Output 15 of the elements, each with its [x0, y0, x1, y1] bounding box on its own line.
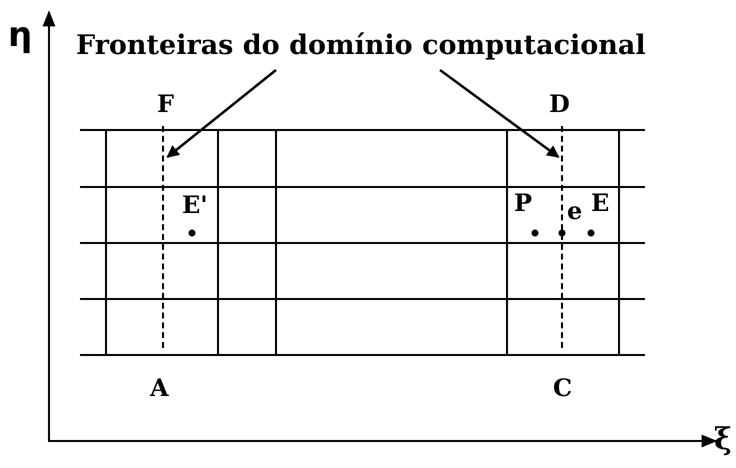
callout-text: Fronteiras do domínio computacional — [76, 29, 646, 63]
axis-label: ξ — [714, 425, 732, 455]
arrow — [439, 69, 560, 158]
dashed-boundary-line — [561, 126, 564, 348]
dashed-boundary-line — [162, 126, 165, 348]
point-label: F — [157, 92, 174, 116]
point-label: D — [549, 92, 570, 116]
point-label: E — [591, 191, 610, 215]
axis-label: η — [8, 18, 32, 52]
arrow — [166, 69, 277, 158]
point-label: C — [553, 376, 572, 400]
point-label: E' — [182, 193, 208, 217]
point-label: P — [514, 191, 532, 215]
point-label: e — [567, 199, 582, 223]
point-label: A — [150, 376, 169, 400]
